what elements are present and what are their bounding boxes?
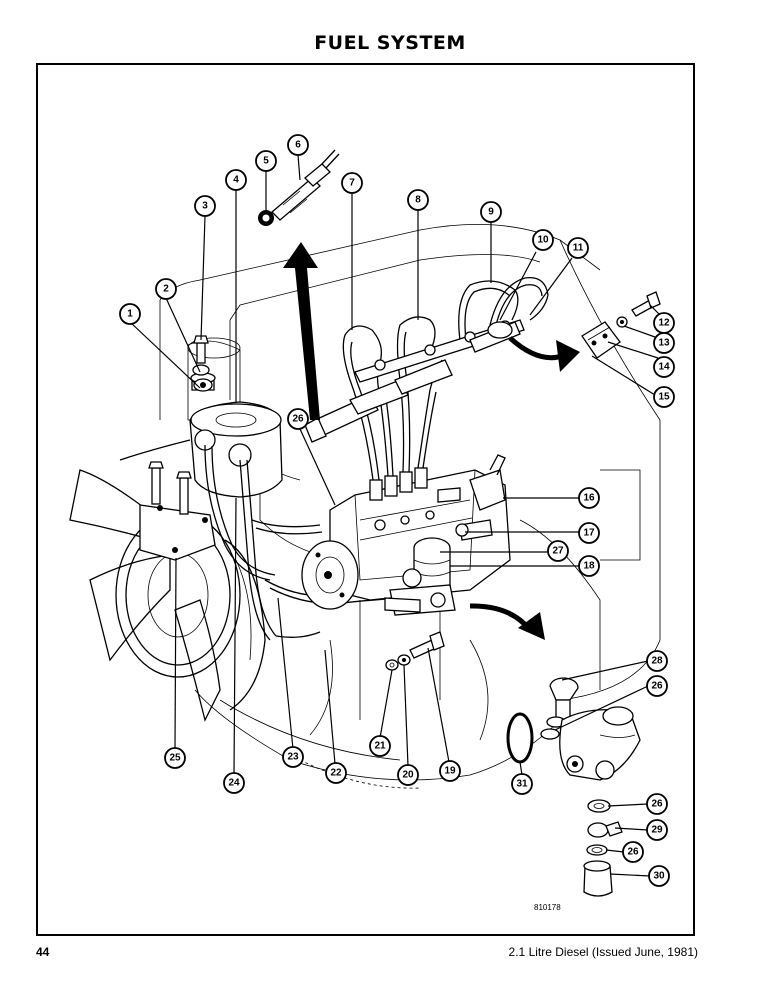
callout-15: 15 [653,386,675,408]
svg-text:1: 1 [127,309,133,320]
callout-17: 17 [578,522,600,544]
callout-4: 4 [225,169,247,191]
svg-text:29: 29 [651,825,663,836]
svg-text:17: 17 [583,528,595,539]
callout-27: 27 [547,540,569,562]
page-title: FUEL SYSTEM [314,32,466,54]
svg-text:25: 25 [169,753,181,764]
svg-text:28: 28 [651,656,663,667]
svg-text:14: 14 [658,362,670,373]
svg-text:13: 13 [658,338,670,349]
injector-pipes [342,276,549,481]
diagram-frame [36,63,695,936]
svg-text:4: 4 [233,175,239,186]
svg-text:2: 2 [163,284,169,295]
svg-text:10: 10 [537,235,549,246]
callout-12: 12 [653,312,675,334]
svg-text:11: 11 [573,243,584,254]
callout-25: 25 [164,747,186,769]
arrow-to-injector-detail [283,242,320,420]
injector-detail [258,149,340,226]
svg-text:6: 6 [295,140,301,151]
callout-1: 1 [119,303,141,325]
callout-22: 22 [325,762,347,784]
svg-text:16: 16 [583,493,595,504]
callout-23: 23 [282,746,304,768]
callout-19: 19 [439,760,461,782]
callout-6: 6 [287,134,309,156]
callout-14: 14 [653,356,675,378]
callout-21: 21 [369,735,391,757]
footer-text: 2.1 Litre Diesel (Issued June, 1981) [508,945,698,959]
svg-text:7: 7 [349,178,355,189]
callout-5: 5 [255,150,277,172]
drawing-reference: 810178 [534,903,561,912]
pipe-clamp-detail [581,291,661,359]
injection-pump [301,454,511,616]
svg-text:18: 18 [583,561,595,572]
svg-text:21: 21 [374,741,386,752]
callout-13: 13 [653,332,675,354]
callout-26-upper: 26 [646,675,668,697]
arrow-to-banjo-detail [469,603,545,640]
svg-text:8: 8 [415,195,421,206]
callout-24: 24 [223,772,245,794]
svg-text:15: 15 [658,392,670,403]
page-number: 44 [36,945,50,959]
svg-text:27: 27 [552,546,564,557]
callout-11: 11 [567,237,589,259]
svg-text:12: 12 [658,318,670,329]
svg-text:26: 26 [651,799,663,810]
callout-31: 31 [511,773,533,795]
callout-20: 20 [397,764,419,786]
filter-fixings [192,335,213,392]
callout-10: 10 [532,229,554,251]
callout-26-middle: 26 [646,793,668,815]
svg-text:19: 19 [444,766,456,777]
svg-text:3: 3 [202,201,208,212]
svg-text:26: 26 [292,414,304,425]
svg-text:5: 5 [263,156,269,167]
svg-text:26: 26 [651,681,663,692]
banjo-detail [506,677,641,897]
callout-7: 7 [341,172,363,194]
svg-text:22: 22 [330,768,342,779]
callout-8: 8 [407,189,429,211]
callout-9: 9 [480,201,502,223]
svg-text:30: 30 [653,871,665,882]
callout-29: 29 [646,819,668,841]
callout-26-lower: 26 [622,841,644,863]
callout-16: 16 [578,487,600,509]
callout-2: 2 [155,278,177,300]
callout-18: 18 [578,555,600,577]
svg-text:9: 9 [488,207,494,218]
svg-text:24: 24 [228,778,240,789]
svg-text:23: 23 [287,752,299,763]
pump-fixings [385,631,445,671]
svg-text:31: 31 [516,779,528,790]
callout-3: 3 [194,195,216,217]
filter-bracket [139,461,216,561]
svg-text:20: 20 [402,770,414,781]
callout-26-pump: 26 [287,408,309,430]
arrow-to-clamp-detail [508,336,580,372]
callout-30: 30 [648,865,670,887]
callout-28: 28 [646,650,668,672]
svg-text:26: 26 [627,847,639,858]
leader-lines [129,154,663,877]
injectors [304,321,521,443]
fan-assembly [69,439,266,722]
